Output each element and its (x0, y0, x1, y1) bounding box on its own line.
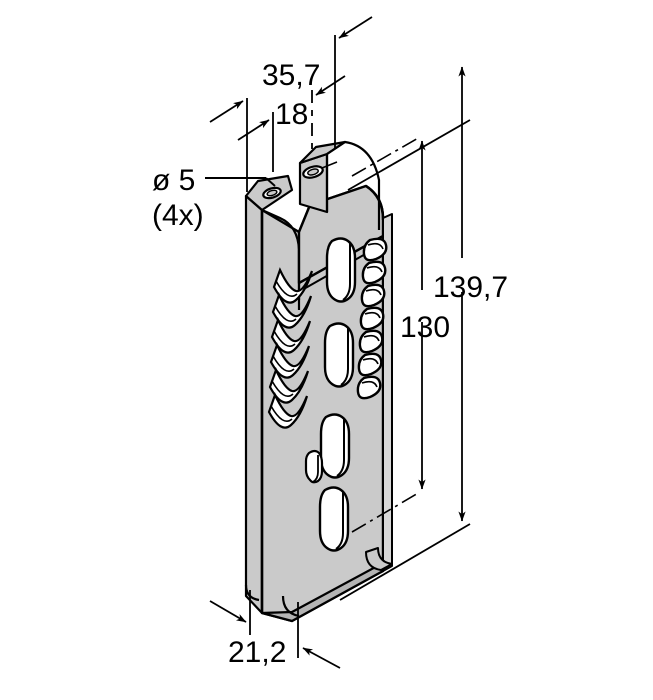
dim-label-hole-diameter: ø 5 (152, 164, 195, 197)
bottom-right-foot-lug (365, 547, 393, 571)
dim-label-18: 18 (275, 98, 308, 131)
dim-35-7-arrow-left (209, 100, 244, 123)
hole-diameter-leader (205, 177, 276, 187)
left-tab-hole-inner (266, 189, 278, 197)
dim-130-ext-bottom (351, 491, 421, 533)
dim-139-7 (339, 66, 471, 601)
dim-130 (351, 136, 426, 533)
dim-18-arrow-right (315, 75, 346, 96)
dim-label-130: 130 (400, 311, 450, 344)
chevron-louver (270, 317, 312, 354)
dim-label-35-7: 35,7 (262, 59, 320, 92)
edge-serration (360, 283, 386, 308)
dim-139-7-ext-top (347, 119, 471, 191)
upper-tab-back-wall (326, 140, 381, 230)
dim-130-ext-top (351, 136, 421, 177)
edge-serration (357, 352, 383, 377)
center-slot-group (304, 237, 357, 552)
dim-18 (237, 75, 346, 172)
dim-21-2-arrow-left (209, 600, 247, 623)
upper-tab-hole-leader (321, 161, 338, 169)
dim-139-7-ext-bottom (339, 523, 471, 601)
left-flange-face (244, 194, 264, 615)
dim-label-139-7: 139,7 (433, 271, 508, 304)
small-slot (304, 449, 324, 484)
right-edge-thickness (382, 213, 393, 572)
chevron-louver-group (267, 267, 314, 429)
chevron-louver (272, 267, 314, 304)
dim-21-2-arrow-right (302, 647, 341, 669)
bottom-inner-radius (281, 595, 300, 618)
edge-serration (358, 329, 384, 354)
edge-serration (361, 260, 387, 285)
center-slot (319, 413, 351, 479)
bracket-part (244, 140, 393, 623)
chevron-louver (268, 367, 310, 404)
dim-35-7 (209, 16, 373, 192)
chevron-louver (269, 342, 311, 379)
chevron-louver (267, 392, 309, 429)
upper-mounting-tab (298, 140, 381, 230)
chevron-louver (271, 292, 313, 329)
center-slot (318, 486, 350, 552)
edge-serration (359, 306, 385, 331)
edge-serration (356, 375, 382, 400)
dim-18-arrow-left (237, 119, 270, 141)
edge-serration (362, 237, 388, 262)
upper-tab-hole-inner (307, 168, 319, 176)
top-right-radius (365, 184, 385, 221)
edge-serration-group (356, 237, 388, 400)
dim-35-7-arrow-right (338, 16, 373, 39)
dim-21-2 (209, 590, 341, 669)
dim-label-hole-quantity: (4x) (152, 199, 204, 232)
dim-label-21-2: 21,2 (228, 636, 286, 669)
center-slot (325, 237, 357, 303)
center-slot (323, 322, 355, 388)
